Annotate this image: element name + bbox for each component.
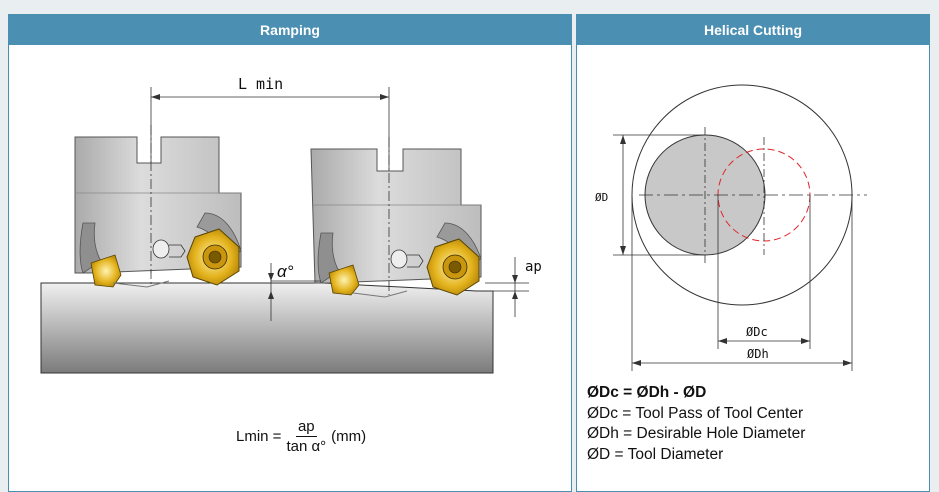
- ramping-diagram: L min: [40, 75, 542, 374]
- ap-label: ap: [525, 259, 542, 275]
- helical-header: Helical Cutting: [577, 15, 929, 45]
- formula-unit: (mm): [331, 428, 367, 445]
- dh-label: ØDh: [747, 347, 769, 361]
- formula-lhs: Lmin =: [236, 428, 282, 445]
- note-d: ØD = Tool Diameter: [587, 445, 724, 463]
- ramping-panel: Ramping: [8, 14, 572, 492]
- formula-fraction: ap tan α°: [286, 418, 326, 455]
- note-dh: ØDh = Desirable Hole Diameter: [587, 425, 806, 442]
- formula-denominator: tan α°: [286, 438, 327, 455]
- helical-diagram: ØD ØDc ØDh: [595, 84, 867, 371]
- ap-arrows: [512, 275, 518, 299]
- ramping-header: Ramping: [9, 15, 571, 45]
- workpiece: [40, 282, 494, 374]
- lmin-formula: Lmin = ap tan α° (mm): [236, 418, 366, 455]
- note-dc: ØDc = Tool Pass of Tool Center: [587, 404, 804, 422]
- helical-formula: ØDc = ØDh - ØD: [587, 384, 707, 401]
- helical-panel: Helical Cutting ØD ØDc: [576, 14, 930, 492]
- lmin-label: L min: [238, 75, 283, 93]
- cutter-left: [74, 136, 242, 288]
- alpha-arrows: [268, 273, 274, 299]
- alpha-label: α°: [277, 262, 294, 281]
- cutter-right: [310, 148, 482, 298]
- helical-notes: ØDc = ØDh - ØD ØDc = Tool Pass of Tool C…: [587, 383, 805, 465]
- d-label: ØD: [595, 191, 608, 204]
- dc-label: ØDc: [746, 325, 768, 339]
- formula-numerator: ap: [295, 418, 317, 437]
